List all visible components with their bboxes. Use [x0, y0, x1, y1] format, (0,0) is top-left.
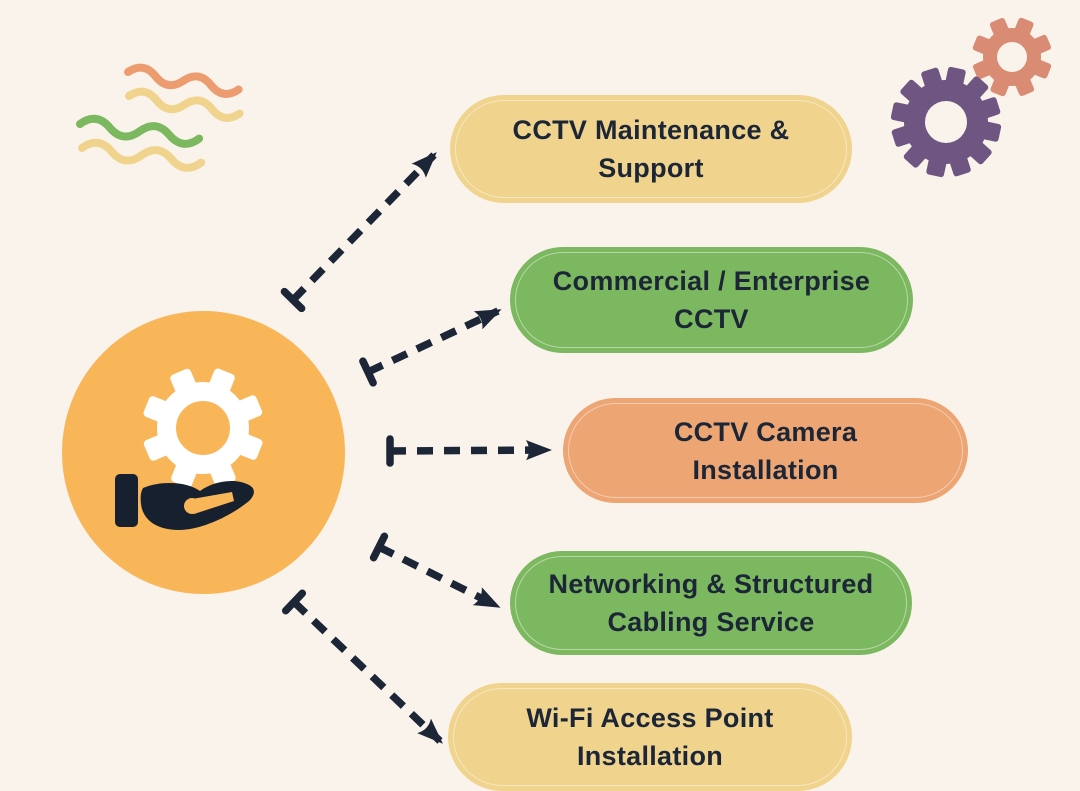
gear-salmon-icon: [972, 17, 1052, 97]
service-label-line: Installation: [576, 741, 724, 771]
service-pill-wifi-access-point: Wi-Fi Access Point Installation: [448, 683, 852, 791]
service-pill-camera-installation: CCTV Camera Installation: [563, 398, 968, 503]
service-pill-commercial-cctv: Commercial / Enterprise CCTV: [510, 247, 913, 353]
service-label-line: Support: [598, 153, 704, 183]
service-label-line: Networking & Structured: [548, 569, 874, 599]
service-pill-networking-cabling: Networking & Structured Cabling Service: [510, 551, 912, 655]
service-label-line: CCTV Maintenance &: [512, 115, 790, 145]
infographic-canvas: CCTV Maintenance & Support Commercial / …: [62, 17, 1052, 791]
arrow-to-wifi-access-point: [281, 589, 443, 744]
squiggly-waves-icon: [76, 63, 244, 172]
service-label-line: Commercial / Enterprise: [552, 266, 871, 296]
arrow-to-camera-installation: [386, 435, 552, 467]
center-hub: [62, 311, 345, 594]
hand-holding-gear-icon: [115, 368, 263, 530]
hand-icon: [115, 474, 254, 530]
arrow-to-cctv-maintenance: [280, 152, 437, 313]
gear-pair-icon: [890, 17, 1052, 178]
service-label-line: Cabling Service: [607, 607, 815, 637]
connector-arrows: [280, 152, 552, 744]
service-pill-cctv-maintenance: CCTV Maintenance & Support: [450, 95, 852, 203]
arrow-to-commercial-cctv: [359, 307, 502, 387]
service-label-line: CCTV: [674, 304, 749, 334]
service-label-line: Wi-Fi Access Point: [526, 703, 774, 733]
service-label-line: Installation: [692, 454, 839, 485]
arrow-to-networking-cabling: [369, 532, 501, 610]
infographic-page: { "diagram": { "type": "radial-services"…: [62, 17, 1052, 791]
gear-purple-icon: [890, 66, 1002, 178]
service-label-line: CCTV Camera: [673, 416, 858, 447]
